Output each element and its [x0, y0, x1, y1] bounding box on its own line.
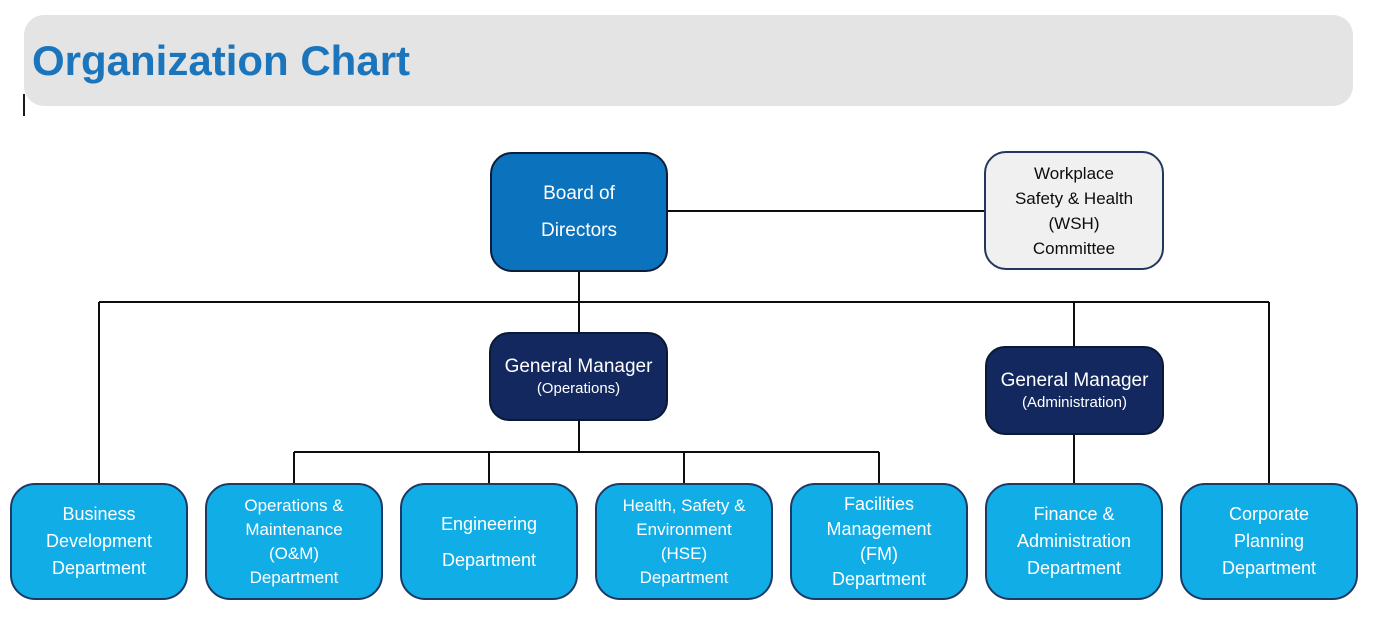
wsh-committee-label: Workplace Safety & Health (WSH) Committe…: [1014, 163, 1134, 258]
wsh-committee-box: Workplace Safety & Health (WSH) Committe…: [984, 151, 1164, 270]
department-label: Engineering Department: [440, 513, 538, 570]
department-engineering-box: Engineering Department: [400, 483, 578, 600]
board-of-directors-box: Board of Directors: [490, 152, 668, 272]
general-manager-operations-box: General Manager (Operations): [489, 332, 668, 421]
department-label: Facilities Management (FM) Department: [826, 493, 932, 589]
gm-operations-subtitle: (Operations): [536, 380, 621, 397]
department-finance-administration-box: Finance & Administration Department: [985, 483, 1163, 600]
general-manager-administration-box: General Manager (Administration): [985, 346, 1164, 435]
department-corporate-planning-box: Corporate Planning Department: [1180, 483, 1358, 600]
gm-administration-title: General Manager: [1000, 370, 1149, 391]
department-label: Corporate Planning Department: [1221, 504, 1317, 578]
department-facilities-management-box: Facilities Management (FM) Department: [790, 483, 968, 600]
department-operations-maintenance-box: Operations & Maintenance (O&M) Departmen…: [205, 483, 383, 600]
board-of-directors-label: Board of Directors: [540, 183, 617, 241]
title-banner: Organization Chart: [24, 15, 1353, 106]
department-label: Business Development Department: [45, 504, 153, 578]
page-title: Organization Chart: [32, 36, 411, 84]
department-label: Health, Safety & Environment (HSE) Depar…: [622, 495, 746, 587]
department-label: Operations & Maintenance (O&M) Departmen…: [244, 495, 344, 587]
department-business-development-box: Business Development Department: [10, 483, 188, 600]
text-cursor-mark: [23, 94, 25, 116]
gm-administration-subtitle: (Administration): [1021, 394, 1128, 411]
department-label: Finance & Administration Department: [1016, 504, 1132, 578]
department-hse-box: Health, Safety & Environment (HSE) Depar…: [595, 483, 773, 600]
gm-operations-title: General Manager: [504, 356, 653, 377]
